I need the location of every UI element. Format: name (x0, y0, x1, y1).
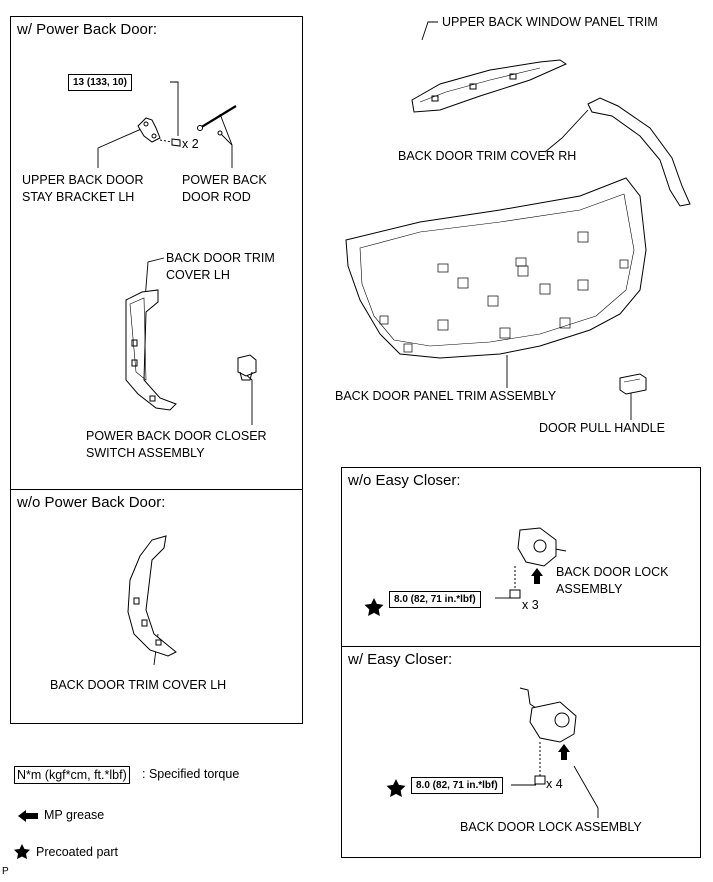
panel-no-power-back-door (10, 489, 303, 724)
torque-no-easy-box: 8.0 (82, 71 in.*lbf) (389, 591, 481, 608)
stay-bracket-drawing (137, 117, 181, 147)
torque-easy-box: 8.0 (82, 71 in.*lbf) (411, 777, 503, 794)
easy-panel-title: w/ Easy Closer: (348, 651, 453, 668)
easy-multiplier: x 4 (546, 777, 563, 791)
leader-lines (97, 21, 632, 818)
legend-precoated-text: Precoated part (36, 845, 118, 859)
bracket-multiplier: x 2 (182, 137, 199, 151)
rod-drawing (197, 105, 237, 136)
trim-cover-rh-drawing (587, 97, 691, 207)
precoated-stars (14, 598, 406, 859)
upper-window-trim-label: UPPER BACK WINDOW PANEL TRIM (442, 15, 658, 29)
legend-torque-text: : Specified torque (142, 767, 240, 781)
grease-arrows (18, 568, 570, 822)
trim-cover-lh-power-drawing (125, 289, 177, 411)
upper-window-trim-drawing (411, 59, 568, 113)
no-easy-multiplier: x 3 (522, 598, 539, 612)
no-power-panel-title: w/o Power Back Door: (17, 494, 166, 511)
pull-handle-label: DOOR PULL HANDLE (539, 421, 665, 435)
panel-trim-label: BACK DOOR PANEL TRIM ASSEMBLY (335, 389, 557, 403)
no-easy-panel-title: w/o Easy Closer: (348, 472, 461, 489)
pull-handle-drawing (619, 373, 647, 395)
legend-torque-unit: N*m (kgf*cm, ft.*lbf) (14, 766, 130, 784)
power-panel-title: w/ Power Back Door: (17, 21, 158, 38)
lock-easy-drawing (519, 687, 577, 785)
trim-cover-lh-label: BACK DOOR TRIM COVER LH (50, 678, 227, 692)
lock-no-easy-drawing (509, 527, 557, 599)
corner-mark: P (2, 866, 9, 877)
trim-cover-rh-label: BACK DOOR TRIM COVER RH (398, 149, 577, 163)
legend-grease-text: MP grease (44, 808, 105, 822)
trim-cover-lh-drawing (127, 535, 177, 657)
panel-trim-drawing (345, 177, 647, 359)
torque-bracket-box: 13 (133, 10) (68, 74, 132, 91)
closer-switch-drawing (237, 354, 257, 381)
panel-easy-closer (341, 646, 701, 858)
lock-easy-label: BACK DOOR LOCK ASSEMBLY (460, 820, 642, 834)
